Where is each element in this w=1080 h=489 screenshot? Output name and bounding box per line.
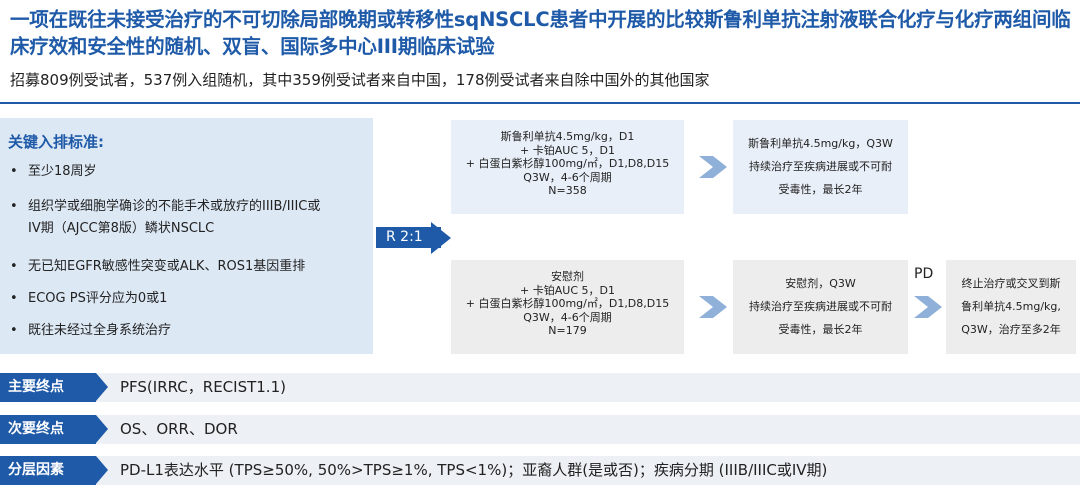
criteria-item: •至少18周岁	[10, 164, 97, 179]
chevron-right-icon	[699, 296, 727, 318]
chevron-right-icon	[914, 296, 942, 318]
randomization-label: R 2:1	[376, 227, 441, 248]
header-divider	[0, 102, 1080, 104]
page-subtitle: 招募809例受试者，537例入组随机，其中359例受试者来自中国，178例受试者…	[10, 71, 710, 89]
control-continuation-box: 安慰剂，Q3W 持续治疗至疾病进展或不可耐 受毒性，最长2年	[733, 260, 908, 354]
endpoint-row-background	[0, 373, 1080, 402]
crossover-box: 终止治疗或交叉到斯 鲁利单抗4.5mg/kg, Q3W，治疗至多2年	[946, 260, 1076, 354]
secondary-endpoint-label: 次要终点	[0, 415, 96, 444]
criteria-item: •无已知EGFR敏感性突变或ALK、ROS1基因重排	[10, 259, 306, 274]
control-arm-box: 安慰剂 + 卡铂AUC 5，D1 + 白蛋白紫杉醇100mg/㎡，D1,D8,D…	[451, 260, 684, 354]
criteria-item: •ECOG PS评分应为0或1	[10, 291, 168, 306]
endpoint-row-background	[0, 415, 1080, 444]
stratification-text: PD-L1表达水平 (TPS≥50%, 50%>TPS≥1%, TPS<1%)；…	[120, 461, 828, 479]
primary-endpoint-text: PFS(IRRC，RECIST1.1)	[120, 378, 286, 396]
pd-label: PD	[914, 266, 934, 282]
page-title: 一项在既往未接受治疗的不可切除局部晚期或转移性sqNSCLC患者中开展的比较斯鲁…	[10, 8, 1071, 58]
endpoint-row-background	[0, 456, 1080, 485]
experimental-continuation-box: 斯鲁利单抗4.5mg/kg，Q3W 持续治疗至疾病进展或不可耐 受毒性，最长2年	[733, 120, 908, 214]
randomization-arrow-icon	[431, 222, 451, 254]
secondary-endpoint-text: OS、ORR、DOR	[120, 420, 238, 438]
stratification-label: 分层因素	[0, 456, 96, 485]
endpoint-arrow-icon	[96, 373, 108, 401]
endpoint-arrow-icon	[96, 415, 108, 443]
criteria-panel	[0, 118, 373, 354]
chevron-right-icon	[699, 156, 727, 178]
primary-endpoint-label: 主要终点	[0, 373, 96, 402]
experimental-arm-box: 斯鲁利单抗4.5mg/kg，D1 + 卡铂AUC 5，D1 + 白蛋白紫杉醇10…	[451, 120, 684, 214]
criteria-item: •既往未经过全身系统治疗	[10, 323, 172, 338]
endpoint-arrow-icon	[96, 456, 108, 484]
criteria-title: 关键入排标准:	[8, 133, 104, 151]
